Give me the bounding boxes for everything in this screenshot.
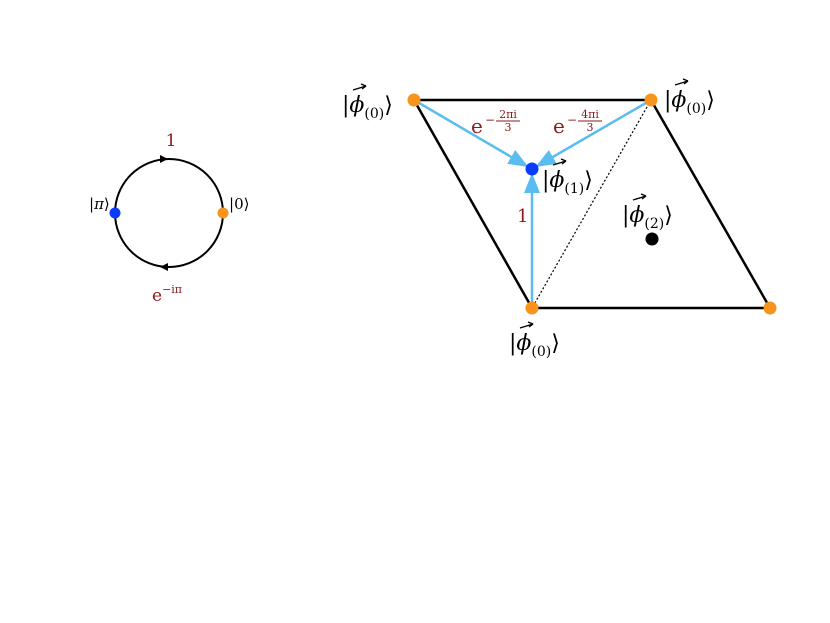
arrow-topleft-to-center (413, 98, 529, 168)
svg-text:3: 3 (587, 121, 594, 134)
svg-text:e: e (471, 114, 483, 138)
phase-label-right: e − 4πi 3 (553, 108, 602, 138)
vector-arrow-icon (674, 80, 689, 86)
svg-text:|ϕ(1)⟩: |ϕ(1)⟩ (542, 168, 593, 197)
lattice-node-top-right (644, 93, 658, 107)
circle-bottom-phase-label: e−iπ (152, 283, 182, 306)
lattice-node-bottom-right (763, 301, 777, 315)
lattice-node-top-left (407, 93, 421, 107)
ket-top-right: |ϕ(0)⟩ (664, 78, 715, 117)
svg-text:4πi: 4πi (581, 108, 599, 121)
svg-text:|ϕ(0)⟩: |ϕ(0)⟩ (509, 331, 560, 360)
circle-bottom-phase-exponent: −iπ (162, 283, 182, 296)
phase-label-left: e − 2πi 3 (471, 108, 520, 138)
circle-bottom-arrow (160, 263, 168, 271)
svg-text:|ϕ(0)⟩: |ϕ(0)⟩ (664, 88, 715, 117)
lattice-edge-right (649, 99, 772, 309)
circle-ket-pi: |π⟩ (89, 195, 110, 213)
lattice-node-phi2 (645, 232, 659, 246)
lattice-node-center (525, 162, 539, 176)
svg-text:2πi: 2πi (499, 108, 517, 121)
svg-text:e: e (553, 114, 565, 138)
ket-right: |ϕ(2)⟩ (622, 193, 673, 232)
svg-text:−: − (567, 113, 577, 127)
circle-node-pi (109, 207, 121, 219)
svg-text:|ϕ(2)⟩: |ϕ(2)⟩ (622, 203, 673, 232)
vector-arrow-icon (352, 85, 367, 91)
lattice-node-bottom (525, 301, 539, 315)
phase-circle (114, 158, 224, 268)
svg-text:−: − (485, 113, 495, 127)
vector-arrow-icon (519, 323, 534, 329)
phase-circle-group: 1 e−iπ |π⟩ |0⟩ (89, 131, 249, 306)
ket-bottom: |ϕ(0)⟩ (509, 321, 560, 360)
lattice-group: |ϕ(0)⟩ |ϕ(0)⟩ |ϕ(1)⟩ |ϕ(2)⟩ |ϕ(0)⟩ (342, 78, 777, 360)
lattice-edge-left (412, 99, 534, 309)
circle-ket-zero: |0⟩ (229, 195, 249, 213)
circle-top-arrow (160, 155, 168, 163)
svg-text:|ϕ(0)⟩: |ϕ(0)⟩ (342, 93, 393, 122)
phase-label-vertical: 1 (517, 206, 528, 227)
circle-top-phase-label: 1 (166, 131, 177, 151)
svg-text:3: 3 (505, 121, 512, 134)
ket-top-left: |ϕ(0)⟩ (342, 83, 393, 122)
vector-arrow-icon (632, 195, 647, 201)
circle-node-zero (217, 207, 229, 219)
ket-center: |ϕ(1)⟩ (542, 158, 593, 197)
vector-arrow-icon (552, 160, 567, 166)
arrow-topright-to-center (535, 98, 652, 168)
